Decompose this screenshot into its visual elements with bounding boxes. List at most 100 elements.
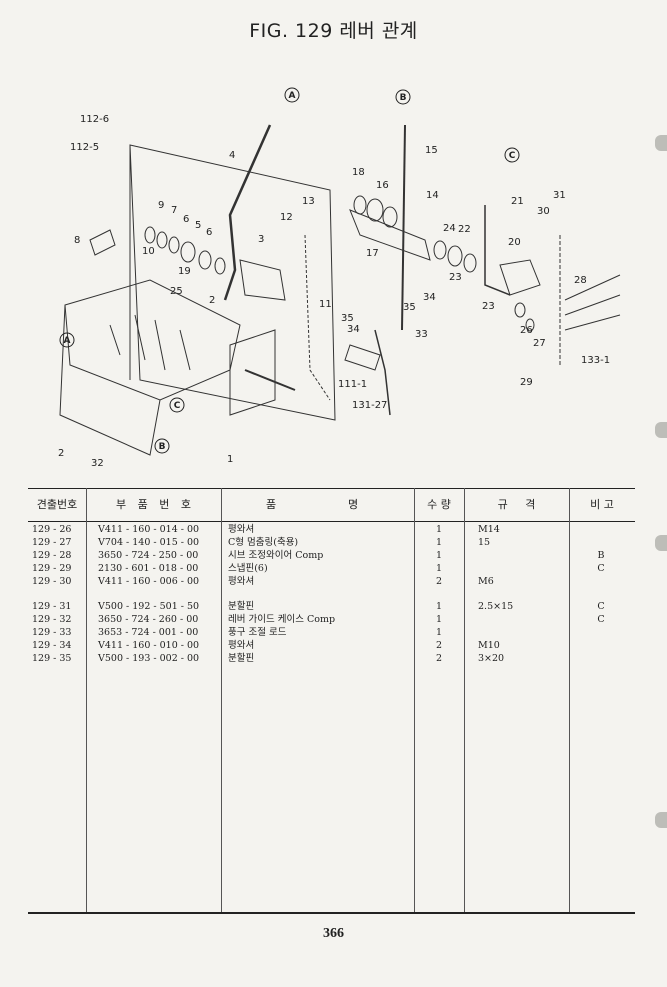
cell-desc: 분할핀	[228, 653, 255, 664]
callout: 35	[341, 313, 354, 324]
rod-33	[374, 329, 391, 416]
callout: 24	[443, 223, 456, 234]
table-row: 129 - 29 2130 - 601 - 018 - 00 스냅핀(6) 1 …	[28, 562, 635, 575]
binder-hole	[655, 812, 667, 828]
callout: 28	[574, 275, 587, 286]
cell-part: 2130 - 601 - 018 - 00	[98, 563, 199, 574]
header-desc-right: 명	[347, 498, 359, 511]
header-note: 비 고	[590, 498, 614, 511]
cell-ref: 129 - 33	[32, 627, 72, 638]
cell-desc: 평와셔	[228, 576, 255, 587]
callout: 2	[209, 295, 215, 306]
cell-qty: 1	[435, 601, 443, 612]
cell-ref: 129 - 29	[32, 563, 72, 574]
table-row: 129 - 33 3653 - 724 - 001 - 00 풍구 조절 로드 …	[28, 626, 635, 639]
cell-ref: 129 - 31	[32, 601, 72, 612]
circle-label-a-top: A	[289, 91, 296, 101]
header-ref: 견출번호	[36, 498, 78, 511]
callout: 31	[553, 190, 566, 201]
cell-spec: 2.5×15	[478, 601, 514, 612]
cell-ref: 129 - 27	[32, 537, 72, 548]
callout: 35	[403, 302, 416, 313]
callout: 23	[482, 301, 495, 312]
callout: 10	[142, 246, 155, 257]
table-bottom-rule	[28, 912, 635, 914]
callout: 112-6	[80, 114, 109, 125]
circle-label-b-bottom: B	[159, 442, 166, 452]
cell-part: V500 - 193 - 002 - 00	[98, 653, 200, 664]
cell-ref: 129 - 32	[32, 614, 72, 625]
callout: 29	[520, 377, 533, 388]
cell-desc: 평와셔	[228, 640, 255, 651]
header-desc-left: 품	[265, 498, 277, 511]
cell-ref: 129 - 34	[32, 640, 72, 651]
cell-desc: 레버 가이드 케이스 Comp	[228, 614, 336, 625]
cell-qty: 2	[435, 576, 443, 587]
header-qty: 수 량	[427, 498, 451, 511]
binder-hole	[655, 535, 667, 551]
washer-stack-left	[144, 226, 226, 275]
cell-desc: 시브 조정와이어 Comp	[228, 550, 324, 561]
cell-qty: 1	[435, 537, 443, 548]
cell-ref: 129 - 30	[32, 576, 72, 587]
cell-ref: 129 - 28	[32, 550, 72, 561]
callout: 112-5	[70, 142, 99, 153]
callout: 6	[183, 214, 189, 225]
diagram-drawing: A B C A C B 112-6 112-5 4 15 18 16 14 13…	[58, 87, 621, 469]
callout: 27	[533, 338, 546, 349]
cell-qty: 2	[435, 653, 443, 664]
callout: 9	[158, 200, 164, 211]
cell-spec: M6	[478, 576, 494, 587]
cell-part: 3650 - 724 - 250 - 00	[98, 550, 199, 561]
cell-note: C	[597, 601, 605, 612]
circle-label-b-top: B	[400, 93, 407, 103]
lever-4	[223, 124, 272, 301]
callout: 14	[426, 190, 439, 201]
column-divider	[464, 488, 465, 912]
knob-8	[89, 229, 116, 256]
circle-label-c-top: C	[509, 151, 516, 161]
callout: 15	[425, 145, 438, 156]
header-part-number: 부 품 번 호	[116, 498, 191, 511]
callout: 22	[458, 224, 471, 235]
cell-desc: 분할핀	[228, 601, 255, 612]
cell-ref: 129 - 26	[32, 524, 72, 535]
cell-spec: 3×20	[478, 653, 505, 664]
cell-part: 3650 - 724 - 260 - 00	[98, 614, 199, 625]
table-row: 129 - 27 V704 - 140 - 015 - 00 C형 멈춤링(축용…	[28, 536, 635, 549]
page-title: FIG. 129 레버 관계	[249, 20, 418, 42]
cell-qty: 1	[435, 627, 443, 638]
column-divider	[221, 488, 222, 912]
cell-part: V500 - 192 - 501 - 50	[98, 601, 200, 612]
column-divider	[414, 488, 415, 912]
table-row: 129 - 34 V411 - 160 - 010 - 00 평와셔 2 M10	[28, 639, 635, 652]
cell-part: V411 - 160 - 006 - 00	[98, 576, 200, 587]
table-row: 129 - 35 V500 - 193 - 002 - 00 분할핀 2 3×2…	[28, 652, 635, 665]
rod-15	[401, 124, 406, 331]
cell-desc: C형 멈춤링(축용)	[228, 537, 299, 548]
callout: 25	[170, 286, 183, 297]
callout: 16	[376, 180, 389, 191]
bracket-34	[344, 344, 381, 371]
callout: 26	[520, 325, 533, 336]
circle-label-c-bottom: C	[174, 401, 181, 411]
spring-group-middle	[349, 195, 431, 261]
callout: 34	[423, 292, 436, 303]
callout: 18	[352, 167, 365, 178]
callout: 33	[415, 329, 428, 340]
column-divider	[86, 488, 87, 912]
cell-note: C	[597, 614, 605, 625]
cell-spec: 15	[478, 537, 491, 548]
table-row: 129 - 26 V411 - 160 - 014 - 00 평와셔 1 M14	[28, 523, 635, 536]
callout: 133-1	[581, 355, 610, 366]
header-spec: 규 격	[497, 498, 536, 511]
callout: 17	[366, 248, 379, 259]
callout: 23	[449, 272, 462, 283]
cell-spec: M14	[478, 524, 500, 535]
callout: 20	[508, 237, 521, 248]
callout: 131-27	[352, 400, 387, 411]
callout: 32	[91, 458, 104, 469]
callout: 1	[227, 454, 233, 465]
callout: 11	[319, 299, 332, 310]
page-number: 366	[323, 926, 344, 941]
